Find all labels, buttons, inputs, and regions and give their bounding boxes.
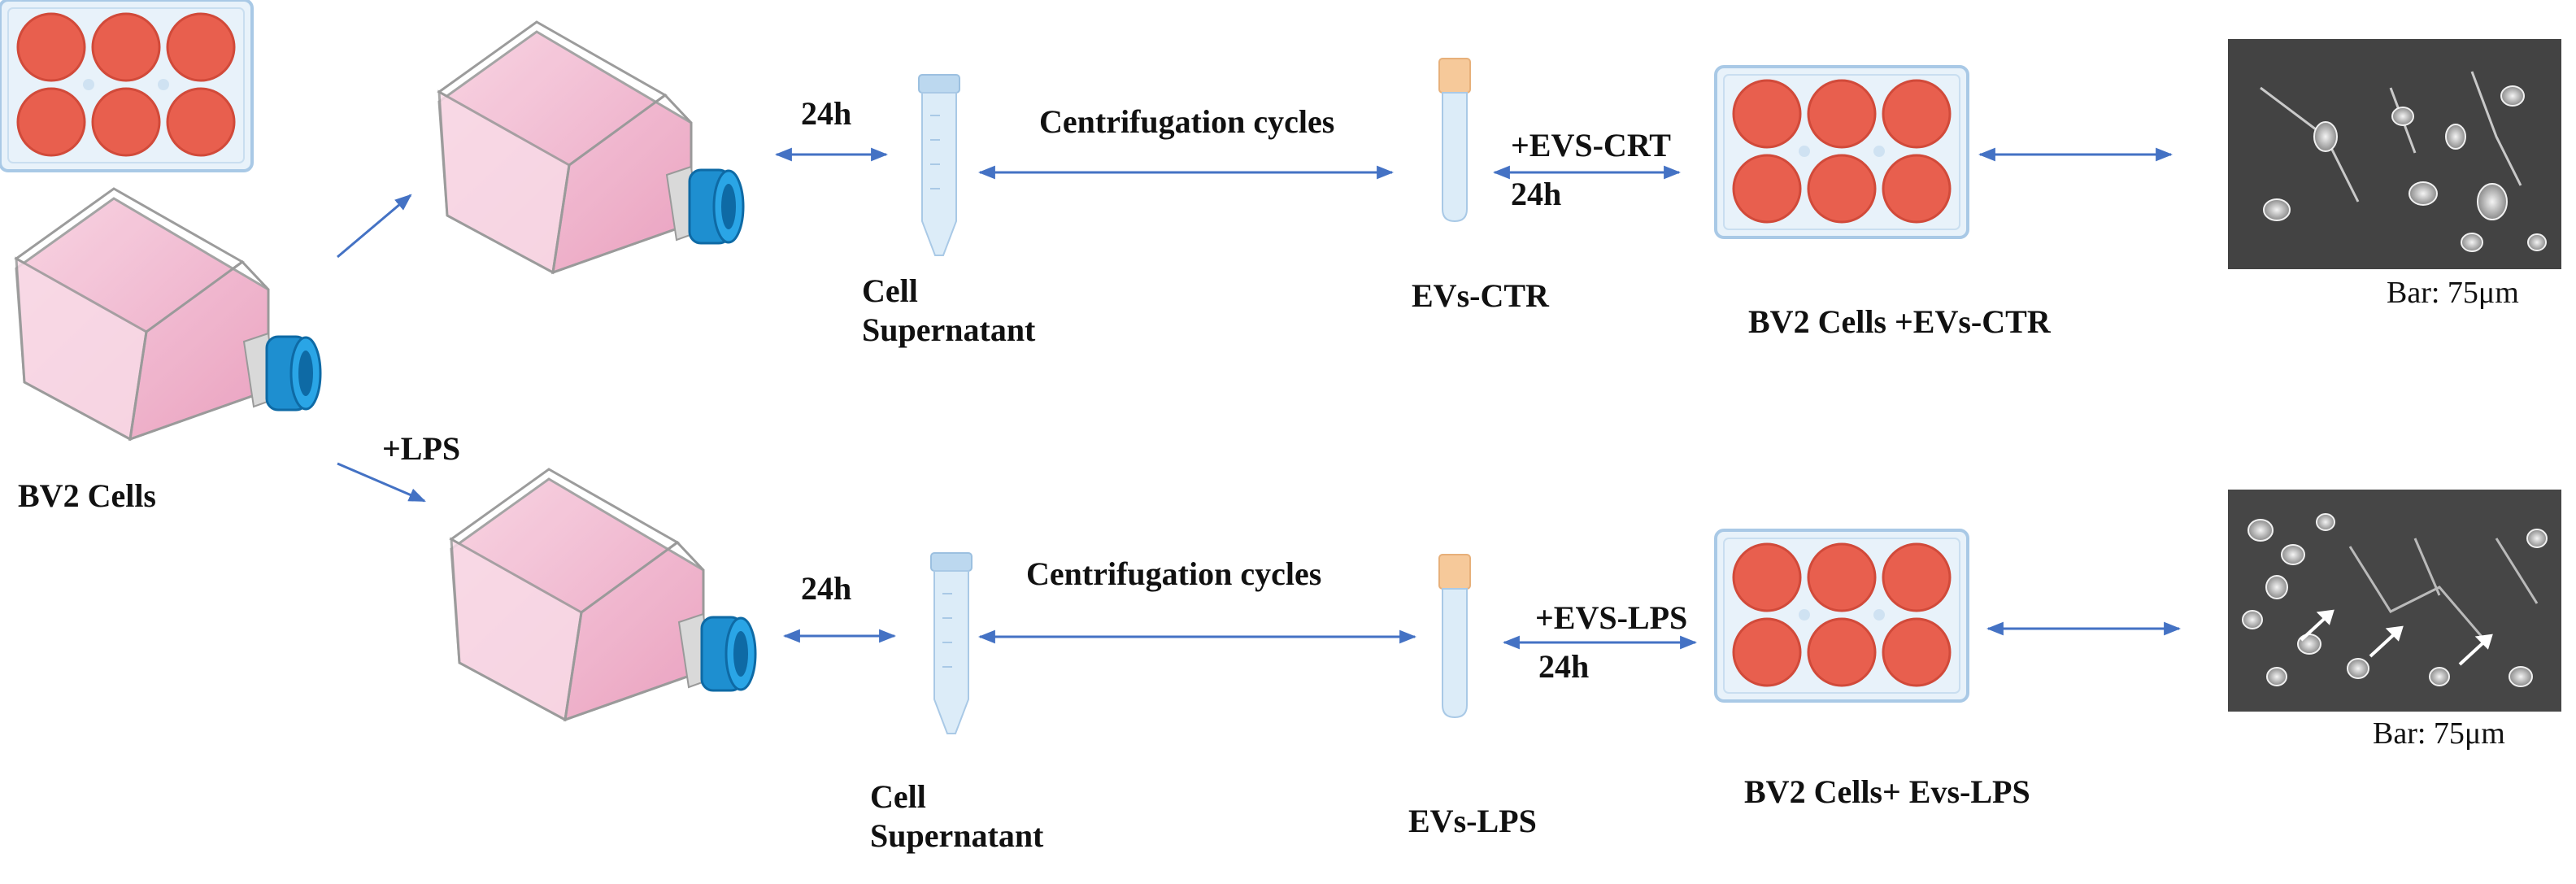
bottom-plate-label: BV2 Cells+ Evs-LPS: [1744, 773, 2030, 810]
flask-top: [437, 20, 745, 274]
plate-top: [1714, 65, 1969, 239]
top-ev-treatment-label: +EVS-CRT: [1511, 127, 1671, 163]
flask-bv2-cells: [14, 187, 322, 442]
bottom-incubation-label: 24h: [801, 570, 852, 607]
bottom-evs-label: EVs-LPS: [1408, 803, 1537, 839]
arrows: [337, 147, 2182, 650]
top-evs-label: EVs-CTR: [1412, 277, 1549, 314]
top-incubation-label: 24h: [801, 95, 852, 132]
bottom-scale-bar-label: Bar: 75μm: [2373, 716, 2505, 751]
top-plate-label: BV2 Cells +EVs-CTR: [1748, 303, 2051, 340]
bv2-cells-label: BV2 Cells: [18, 477, 156, 514]
top-supernatant-label: Cell Supernatant: [862, 272, 1036, 348]
top-scale-bar-label: Bar: 75μm: [2387, 276, 2519, 310]
top-centrifugation-label: Centrifugation cycles: [1039, 103, 1335, 140]
arrow-to-lps-flask: [337, 462, 426, 503]
ev-tube-bottom: [1438, 554, 1471, 719]
six-well-plate: [0, 0, 254, 172]
plate-bottom: [1714, 529, 1969, 703]
micrograph-ctr: [2228, 39, 2561, 269]
bottom-ev-incubation-label: 24h: [1538, 648, 1590, 685]
top-ev-incubation-label: 24h: [1511, 176, 1562, 212]
bottom-centrifugation-label: Centrifugation cycles: [1026, 555, 1322, 592]
lps-treatment-label: +LPS: [382, 430, 461, 467]
arrow-to-top-flask: [337, 194, 412, 259]
ev-tube-top: [1438, 58, 1471, 223]
bottom-ev-treatment-label: +EVS-LPS: [1535, 599, 1688, 636]
flask-bottom: [450, 468, 757, 721]
supernatant-tube-bottom: [930, 552, 973, 734]
supernatant-tube-top: [918, 74, 960, 256]
micrograph-lps: [2228, 490, 2561, 712]
bottom-supernatant-label: Cell Supernatant: [870, 778, 1044, 854]
